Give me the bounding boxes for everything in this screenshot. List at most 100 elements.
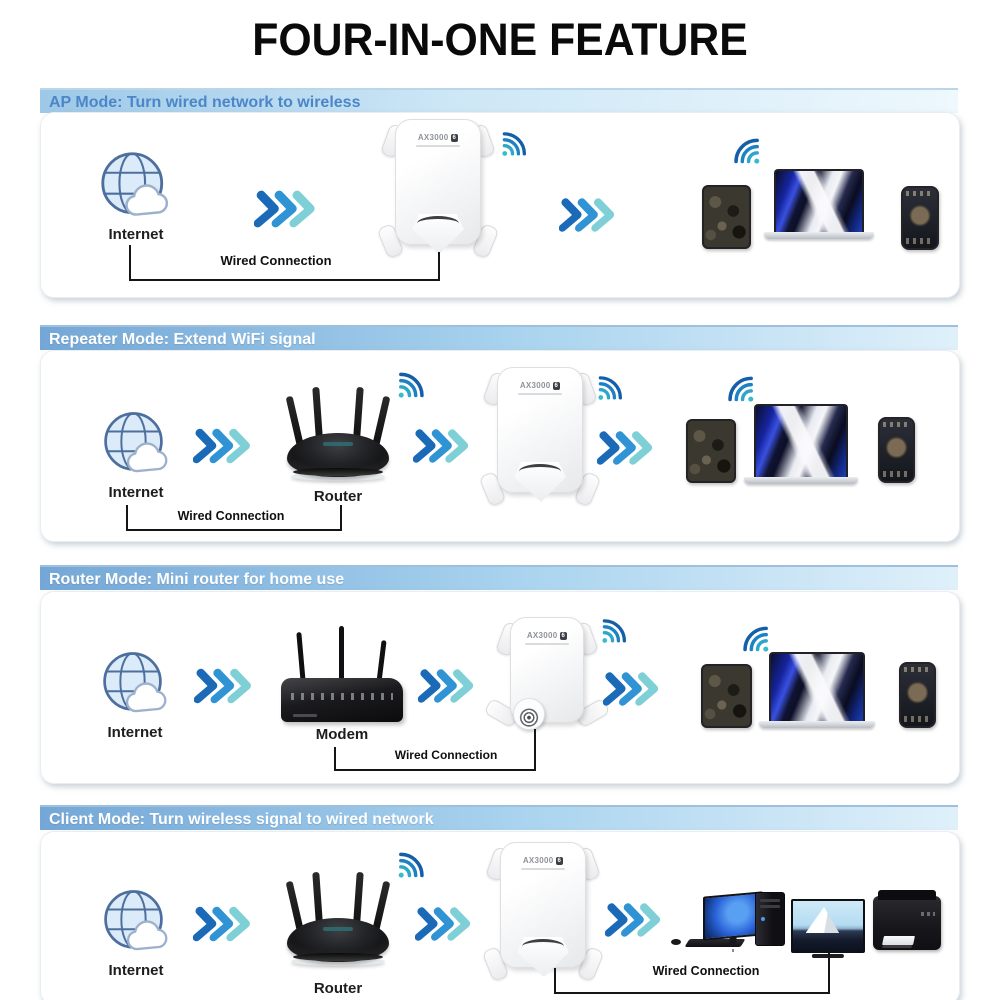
tablet-device <box>701 664 752 728</box>
laptop-device <box>744 404 858 484</box>
smart-tv-device <box>791 899 865 953</box>
internet-globe-icon <box>98 649 176 721</box>
internet-label: Internet <box>108 962 164 979</box>
page-title: FOUR-IN-ONE FEATURE <box>252 14 748 65</box>
modem-label: Modem <box>315 726 369 743</box>
wifi6-badge: 6 <box>450 134 459 142</box>
wifi6-badge: 6 <box>552 382 561 390</box>
router-label: Router <box>313 488 363 505</box>
chevron-arrows-icon <box>254 189 320 229</box>
extender-subtitle-line <box>521 868 565 870</box>
wired-connection-label: Wired Connection <box>220 253 332 268</box>
wired-connection-line <box>438 252 442 279</box>
wired-connection-line <box>334 747 536 771</box>
phone-device <box>878 417 915 483</box>
laptop-base <box>764 232 874 239</box>
section-header-client-mode: Client Mode: Turn wireless signal to wir… <box>40 805 958 830</box>
chevron-arrows-icon <box>193 905 255 943</box>
mouse-icon <box>671 939 681 945</box>
internet-label: Internet <box>108 226 164 243</box>
internet-globe-icon <box>99 409 177 481</box>
laptop-base <box>759 721 875 728</box>
chevron-arrows-icon <box>194 667 256 705</box>
wired-connection-line <box>129 245 440 281</box>
tablet-device <box>702 185 751 249</box>
extender-subtitle-line <box>525 643 569 645</box>
wifi6-badge: 6 <box>555 857 564 865</box>
laptop-base <box>744 477 858 484</box>
wifi-signal-icon <box>497 125 531 159</box>
laptop-screen <box>774 169 864 232</box>
wired-connection-line <box>126 505 342 531</box>
modem-device <box>281 622 403 722</box>
chevron-arrows-icon <box>415 905 475 943</box>
laptop-screen <box>754 404 848 477</box>
internet-label: Internet <box>107 724 163 741</box>
section-header-repeater-mode: Repeater Mode: Extend WiFi signal <box>40 325 958 350</box>
internet-globe-icon <box>96 149 178 225</box>
chevron-arrows-icon <box>413 427 473 465</box>
wired-connection-label: Wired Connection <box>394 748 498 762</box>
wifi6-badge: 6 <box>559 632 568 640</box>
section-header-ap-mode: AP Mode: Turn wired network to wireless <box>40 88 958 113</box>
tablet-device <box>686 419 736 483</box>
desktop-pc-device <box>671 891 789 952</box>
chevron-arrows-icon <box>418 667 478 705</box>
laptop-device <box>759 652 875 728</box>
modem-body <box>281 678 403 722</box>
router-body <box>287 433 389 477</box>
modem-antenna <box>339 626 344 686</box>
router-device <box>285 386 391 489</box>
chevron-arrows-icon <box>603 670 663 708</box>
chevron-arrows-icon <box>605 901 665 939</box>
phone-device <box>899 662 936 728</box>
internet-globe-icon <box>99 887 177 959</box>
chevron-arrows-icon <box>597 429 657 467</box>
extender-wifi-button <box>513 698 545 730</box>
section-header-router-mode: Router Mode: Mini router for home use <box>40 565 958 590</box>
wifi-signal-icon <box>597 612 631 646</box>
monitor-icon <box>703 891 763 941</box>
extender-subtitle-line <box>416 145 460 147</box>
wifi-signal-icon <box>729 131 765 167</box>
router-device <box>285 871 391 974</box>
router-label: Router <box>313 980 363 997</box>
laptop-device <box>764 169 874 239</box>
wifi-signal-icon <box>393 365 429 401</box>
extender-flap <box>514 462 566 502</box>
wired-connection-line <box>828 950 832 992</box>
laptop-screen <box>769 652 865 721</box>
phone-device <box>901 186 939 250</box>
wifi-signal-icon <box>593 369 627 403</box>
wired-connection-line <box>534 729 538 769</box>
internet-label: Internet <box>108 484 164 501</box>
wifi-signal-icon <box>723 369 759 405</box>
printer-device <box>873 890 941 950</box>
chevron-arrows-icon <box>193 427 255 465</box>
wifi-signal-icon <box>393 845 429 881</box>
extender-subtitle-line <box>518 393 562 395</box>
router-body <box>287 918 389 962</box>
wired-connection-label: Wired Connection <box>652 964 760 978</box>
wired-connection-line <box>554 968 830 994</box>
wired-connection-label: Wired Connection <box>177 509 285 523</box>
pc-tower-icon <box>755 892 785 946</box>
chevron-arrows-icon <box>559 197 619 233</box>
wifi-signal-icon <box>738 619 774 655</box>
